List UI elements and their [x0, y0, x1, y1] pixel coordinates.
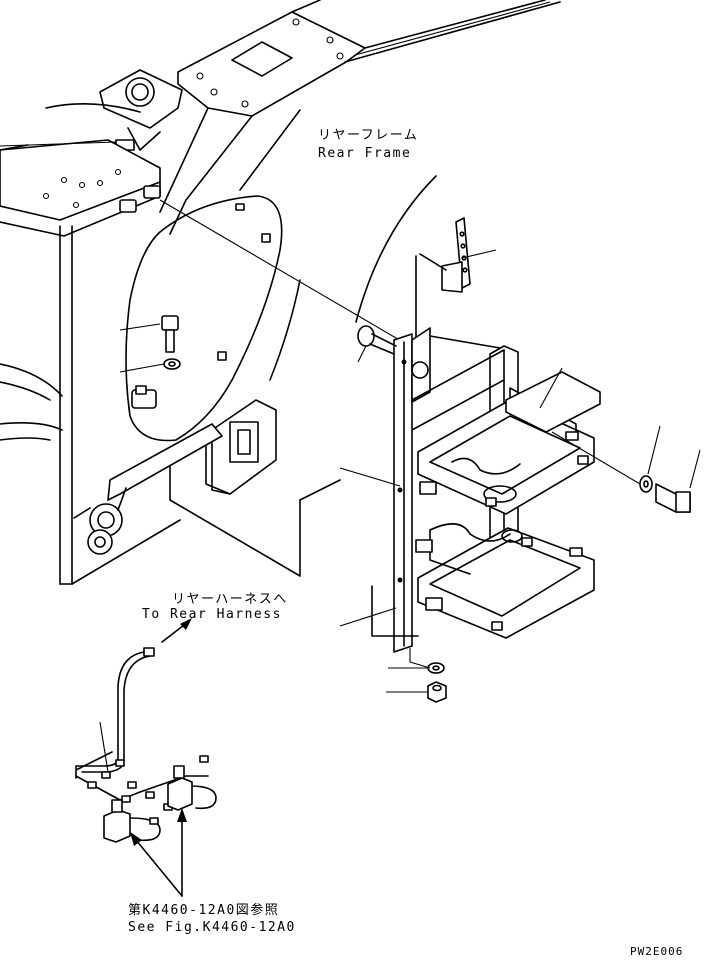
side-bolt [655, 483, 691, 513]
see-fig-label-jp: 第K4460-12A0図参照 [128, 903, 280, 918]
angle-bracket [419, 217, 471, 293]
harness-arrow [161, 618, 192, 643]
see-fig-label-en: See Fig.K4460-12A0 [128, 920, 296, 935]
reference-arrows [130, 808, 187, 897]
leader-lines [0, 141, 701, 693]
rail-washer [427, 662, 445, 674]
rear-harness-label-jp: リヤーハーネスへ [172, 592, 288, 607]
rear-harness-label-en: To Rear Harness [142, 607, 282, 622]
rail-nut [427, 681, 447, 703]
rear-frame [0, 0, 561, 585]
sub-harness [75, 647, 217, 843]
bushing [119, 185, 271, 361]
harness-washer [163, 358, 181, 370]
drawing-code: PW2E006 [630, 945, 684, 958]
wire-harness [125, 195, 421, 442]
connector-plate [205, 399, 277, 495]
cable-arm [73, 423, 223, 555]
side-washer [639, 475, 653, 493]
harness-clip [131, 385, 157, 409]
battery-bracket [355, 175, 601, 653]
rear-frame-label-jp: リヤーフレーム [318, 128, 419, 143]
harness-bolt [161, 315, 179, 353]
rear-frame-label-en: Rear Frame [318, 146, 412, 161]
